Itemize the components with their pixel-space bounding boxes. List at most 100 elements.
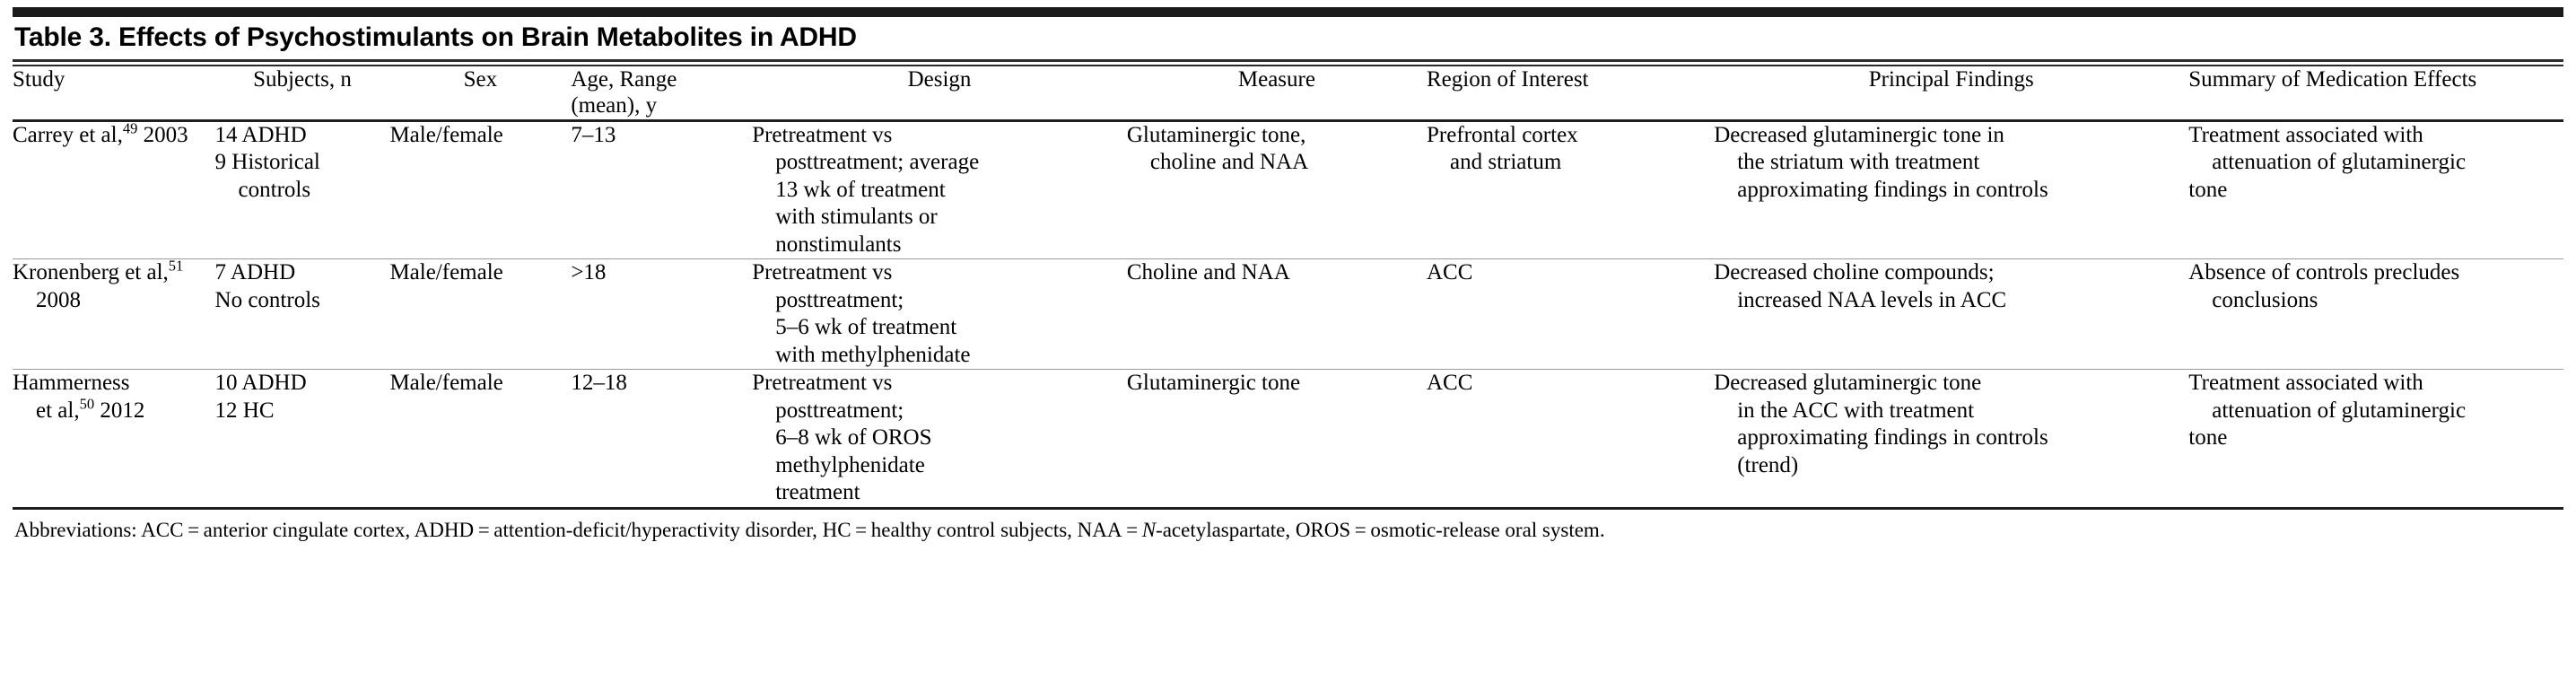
design-line-2: posttreatment;: [775, 398, 904, 423]
column-header-age-line2: (mean), y: [571, 93, 658, 118]
cell-study: Hammerness et al,50 2012: [13, 370, 215, 507]
subjects-line-2: 12 HC: [214, 398, 275, 423]
table-bottom-rule: [13, 506, 2563, 510]
column-header-age-line1: Age, Range: [571, 66, 677, 92]
abbreviations-footnote: Abbreviations: ACC = anterior cingulate …: [13, 510, 2563, 549]
row-divider-rule-1: [13, 258, 2563, 259]
subjects-line-2: No controls: [214, 287, 320, 312]
table-row: Carrey et al,49 2003 14 ADHD 9 Historica…: [13, 119, 2563, 259]
column-header-measure: Measure: [1237, 66, 1315, 92]
design-line-1: Pretreatment vs: [752, 122, 893, 147]
column-header-subjects: Subjects, n: [253, 66, 352, 92]
cell-design: Pretreatment vs posttreatment; 6–8 wk of…: [752, 370, 1127, 507]
summary-line-2: attenuation of glutaminergic: [2212, 398, 2467, 423]
cell-sex: Male/female: [389, 122, 503, 147]
title-divider-rule: [13, 58, 2563, 66]
design-line-3: 6–8 wk of OROS: [775, 425, 932, 450]
study-year: 2012: [94, 398, 145, 423]
column-header-summary: Summary of Medication Effects: [2188, 66, 2477, 92]
cell-findings: Decreased glutaminergic tone in the ACC …: [1714, 370, 2188, 507]
summary-line-1: Treatment associated with: [2188, 122, 2423, 147]
subjects-line-1: 7 ADHD: [214, 260, 296, 284]
design-line-3: 5–6 wk of treatment: [775, 315, 957, 339]
cell-age: 12–18: [571, 371, 627, 395]
cell-summary: Treatment associated with attenuation of…: [2188, 122, 2563, 259]
footnote-italic-n: N: [1141, 518, 1157, 541]
measure-line-1: Glutaminergic tone,: [1126, 122, 1306, 147]
design-line-4: with stimulants or: [775, 205, 938, 229]
cell-summary: Absence of controls precludes conclusion…: [2188, 259, 2563, 369]
cell-region: Prefrontal cortex and striatum: [1427, 122, 1714, 259]
cell-age: >18: [571, 260, 607, 284]
cell-subjects: 10 ADHD 12 HC: [215, 370, 390, 507]
region-line-1: Prefrontal cortex: [1427, 122, 1578, 147]
column-header-age: Age, Range (mean), y: [571, 66, 752, 119]
design-line-5: nonstimulants: [775, 232, 902, 257]
study-reference: 51: [168, 257, 184, 275]
top-rule: [13, 7, 2563, 17]
footnote-text-b: -acetylaspartate, OROS = osmotic-release…: [1156, 518, 1605, 541]
region-line-1: ACC: [1427, 260, 1473, 284]
column-header-study: Study: [13, 66, 65, 92]
column-header-design: Design: [907, 66, 972, 92]
summary-line-3: tone: [2188, 425, 2228, 450]
cell-region: ACC: [1427, 370, 1714, 507]
design-line-2: posttreatment;: [775, 287, 904, 312]
cell-region: ACC: [1427, 259, 1714, 369]
findings-line-3: approximating findings in controls: [1737, 425, 2048, 450]
footnote-label: Abbreviations:: [14, 518, 137, 541]
findings-line-1: Decreased glutaminergic tone: [1714, 371, 1982, 395]
study-name: Hammerness: [13, 371, 130, 395]
summary-line-3: tone: [2188, 177, 2228, 202]
cell-design: Pretreatment vs posttreatment; 5–6 wk of…: [752, 259, 1127, 369]
header-bottom-rule: [13, 118, 2563, 122]
table-title: Table 3. Effects of Psychostimulants on …: [14, 22, 857, 52]
summary-line-1: Absence of controls precludes: [2188, 260, 2460, 284]
measure-line-2: choline and NAA: [1149, 150, 1309, 174]
data-table: Study Subjects, n Sex Age, Range (mean),…: [13, 66, 2563, 119]
summary-line-2: attenuation of glutaminergic: [2212, 150, 2467, 174]
cell-age: 7–13: [571, 122, 616, 147]
summary-line-1: Treatment associated with: [2188, 371, 2423, 395]
footnote-text-a: ACC = anterior cingulate cortex, ADHD = …: [136, 518, 1142, 541]
design-line-4: methylphenidate: [775, 452, 925, 477]
cell-findings: Decreased glutaminergic tone in the stri…: [1714, 122, 2188, 259]
region-line-1: ACC: [1427, 371, 1473, 395]
cell-subjects: 14 ADHD 9 Historical controls: [215, 122, 390, 259]
findings-line-2: the striatum with treatment: [1737, 150, 1980, 174]
subjects-line-3: controls: [238, 177, 311, 202]
findings-line-1: Decreased glutaminergic tone in: [1714, 122, 2004, 147]
cell-subjects: 7 ADHD No controls: [215, 259, 390, 369]
table-body-row3: Hammerness et al,50 2012 10 ADHD 12 HC M…: [13, 370, 2563, 507]
table-body-row2: Kronenberg et al,51 2008 7 ADHD No contr…: [13, 257, 2563, 369]
findings-line-2: in the ACC with treatment: [1737, 398, 1975, 423]
region-line-2: and striatum: [1450, 150, 1562, 174]
study-name: Kronenberg et al,: [13, 260, 169, 284]
findings-line-4: (trend): [1737, 452, 1799, 477]
cell-sex: Male/female: [389, 371, 503, 395]
cell-study: Carrey et al,49 2003: [13, 119, 215, 259]
table-body-row1: Carrey et al,49 2003 14 ADHD 9 Historica…: [13, 119, 2563, 259]
table-row: Hammerness et al,50 2012 10 ADHD 12 HC M…: [13, 370, 2563, 507]
design-line-5: treatment: [775, 480, 860, 504]
study-reference: 50: [79, 395, 95, 413]
cell-sex: Male/female: [389, 260, 503, 284]
findings-line-2: increased NAA levels in ACC: [1737, 287, 2007, 312]
study-year: 2003: [137, 122, 188, 147]
column-header-findings: Principal Findings: [1868, 66, 2034, 92]
cell-measure: Choline and NAA: [1127, 259, 1427, 369]
cell-measure: Glutaminergic tone, choline and NAA: [1127, 122, 1427, 259]
findings-line-1: Decreased choline compounds;: [1714, 260, 1995, 284]
measure-line-1: Choline and NAA: [1126, 260, 1290, 284]
cell-findings: Decreased choline compounds; increased N…: [1714, 259, 2188, 369]
design-line-1: Pretreatment vs: [752, 371, 893, 395]
design-line-1: Pretreatment vs: [752, 260, 893, 284]
cell-summary: Treatment associated with attenuation of…: [2188, 370, 2563, 507]
cell-measure: Glutaminergic tone: [1127, 370, 1427, 507]
table-header-row: Study Subjects, n Sex Age, Range (mean),…: [13, 66, 2563, 119]
subjects-line-1: 14 ADHD: [214, 122, 307, 147]
column-header-sex: Sex: [463, 66, 498, 92]
study-reference: 49: [122, 119, 138, 137]
row-divider-rule-2: [13, 369, 2563, 370]
measure-line-1: Glutaminergic tone: [1126, 371, 1301, 395]
